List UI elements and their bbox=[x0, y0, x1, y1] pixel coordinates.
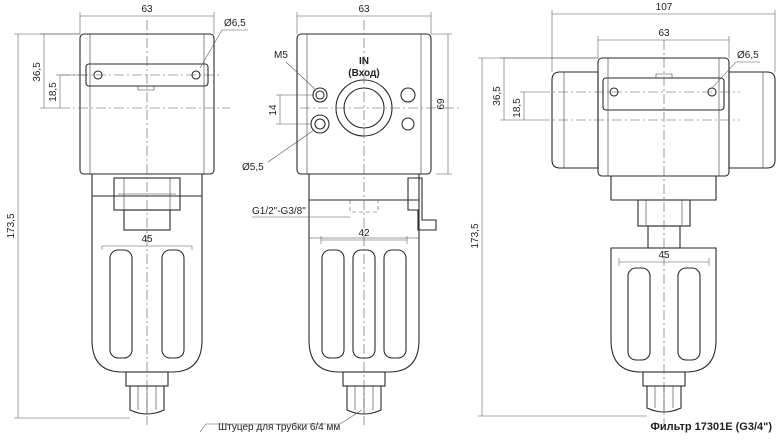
left-bowl-window-1 bbox=[109, 249, 133, 359]
left-dim-173-5: 173,5 bbox=[6, 213, 17, 238]
right-head-body bbox=[597, 57, 730, 177]
middle-dim-55: Ø5,5 bbox=[242, 162, 264, 173]
middle-view: IN (Вход) 63 M5 14 Ø5,5 69 G1/2"-G3/8" 4… bbox=[199, 4, 460, 433]
left-view: 63 Ø6,5 36,5 18,5 173,5 45 bbox=[6, 4, 248, 425]
left-dim-hole: Ø6,5 bbox=[224, 18, 246, 29]
middle-hole-3 bbox=[400, 87, 416, 103]
middle-bowl-window-3 bbox=[383, 249, 407, 359]
right-bowl-collar bbox=[610, 176, 717, 201]
left-bowl-window-2 bbox=[161, 249, 185, 359]
middle-hole-m5-outer bbox=[312, 87, 328, 103]
right-side-housing-right bbox=[728, 71, 776, 169]
middle-dim-69: 69 bbox=[436, 98, 447, 110]
middle-dim-thread-range: G1/2"-G3/8" bbox=[252, 206, 306, 217]
middle-fitting-note: Штуцер для трубки 6/4 мм bbox=[218, 421, 340, 433]
right-dim-18-5: 18,5 bbox=[512, 98, 523, 118]
right-dim-hole: Ø6,5 bbox=[737, 50, 759, 61]
middle-dim-63: 63 bbox=[358, 4, 370, 15]
middle-bowl-window-1 bbox=[321, 249, 345, 359]
right-bowl-window-2 bbox=[677, 267, 701, 361]
middle-dim-m5: M5 bbox=[274, 50, 288, 61]
middle-hole-4 bbox=[401, 117, 415, 131]
middle-dim-14: 14 bbox=[268, 104, 279, 116]
left-dim-63: 63 bbox=[141, 4, 153, 15]
right-view: 107 63 Ø6,5 36,5 18,5 173,5 45 bbox=[470, 2, 776, 425]
left-dim-18-5: 18,5 bbox=[48, 82, 59, 102]
right-dim-173-5: 173,5 bbox=[470, 223, 481, 248]
middle-hole-m5-inner bbox=[315, 90, 325, 100]
middle-inlet-label-sub: (Вход) bbox=[348, 68, 379, 79]
right-bowl bbox=[610, 247, 717, 373]
middle-side-clip bbox=[407, 177, 437, 231]
right-dim-107: 107 bbox=[656, 2, 673, 13]
drawing-caption: Фильтр 17301E (G3/4") bbox=[651, 421, 773, 433]
right-mounting-slot bbox=[602, 77, 725, 111]
left-dim-36-5: 36,5 bbox=[32, 62, 43, 82]
middle-hole-55-inner bbox=[314, 118, 326, 130]
right-dim-63: 63 bbox=[658, 28, 670, 39]
left-dim-45: 45 bbox=[141, 234, 153, 245]
right-bowl-window-1 bbox=[627, 267, 651, 361]
middle-dim-42: 42 bbox=[358, 228, 370, 239]
right-dim-45: 45 bbox=[658, 250, 670, 261]
right-dim-36-5: 36,5 bbox=[492, 86, 503, 106]
